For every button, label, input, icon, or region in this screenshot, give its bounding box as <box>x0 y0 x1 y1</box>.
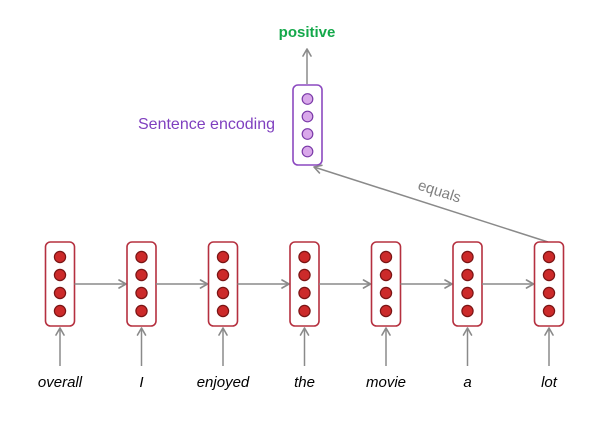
rnn-unit <box>53 250 67 264</box>
rnn-unit <box>53 304 67 318</box>
rnn-unit <box>379 250 393 264</box>
rnn-cell <box>44 241 76 327</box>
rnn-unit <box>461 304 474 318</box>
rnn-cell <box>126 241 157 327</box>
rnn-cell <box>452 241 483 327</box>
rnn-unit <box>53 268 67 282</box>
rnn-unit <box>216 268 230 282</box>
word-token: I <box>139 374 143 391</box>
word-token: the <box>294 374 315 391</box>
equals-arrow <box>313 164 549 243</box>
sentence-encoding-unit <box>301 128 314 140</box>
rnn-cell <box>370 241 402 327</box>
rnn-cell <box>289 241 320 327</box>
rnn-cell <box>533 241 565 327</box>
rnn-unit <box>379 286 393 300</box>
word-token: overall <box>38 374 83 391</box>
rnn-unit <box>461 286 474 300</box>
rnn-unit <box>53 286 67 300</box>
rnn-unit <box>461 268 474 282</box>
rnn-unit <box>216 304 230 318</box>
word-token: a <box>463 374 471 391</box>
rnn-cell <box>207 241 239 327</box>
rnn-unit <box>135 250 148 264</box>
word-token: movie <box>366 374 406 391</box>
sentence-encoding-label: Sentence encoding <box>138 116 275 133</box>
rnn-unit <box>542 250 556 264</box>
rnn-unit <box>216 286 230 300</box>
rnn-unit <box>298 304 311 318</box>
rnn-unit <box>542 268 556 282</box>
rnn-unit <box>135 268 148 282</box>
rnn-unit <box>298 286 311 300</box>
rnn-cell-box <box>533 241 565 327</box>
rnn-unit <box>379 268 393 282</box>
rnn-unit <box>461 250 474 264</box>
sentence-encoding-box <box>292 84 323 166</box>
rnn-unit <box>216 250 230 264</box>
sentence-encoding-unit <box>301 93 314 105</box>
rnn-unit <box>298 250 311 264</box>
output-label: positive <box>279 24 336 41</box>
sentence-encoding-unit <box>301 145 314 158</box>
rnn-unit <box>298 268 311 282</box>
rnn-unit <box>542 286 556 300</box>
rnn-unit <box>135 286 148 300</box>
sentence-encoding-unit <box>301 110 314 123</box>
word-token: lot <box>541 374 558 391</box>
sentence-encoding-vector <box>292 84 323 166</box>
word-token: enjoyed <box>197 374 250 391</box>
rnn-unit <box>135 304 148 318</box>
rnn-unit <box>379 304 393 318</box>
rnn-unit <box>542 304 556 318</box>
